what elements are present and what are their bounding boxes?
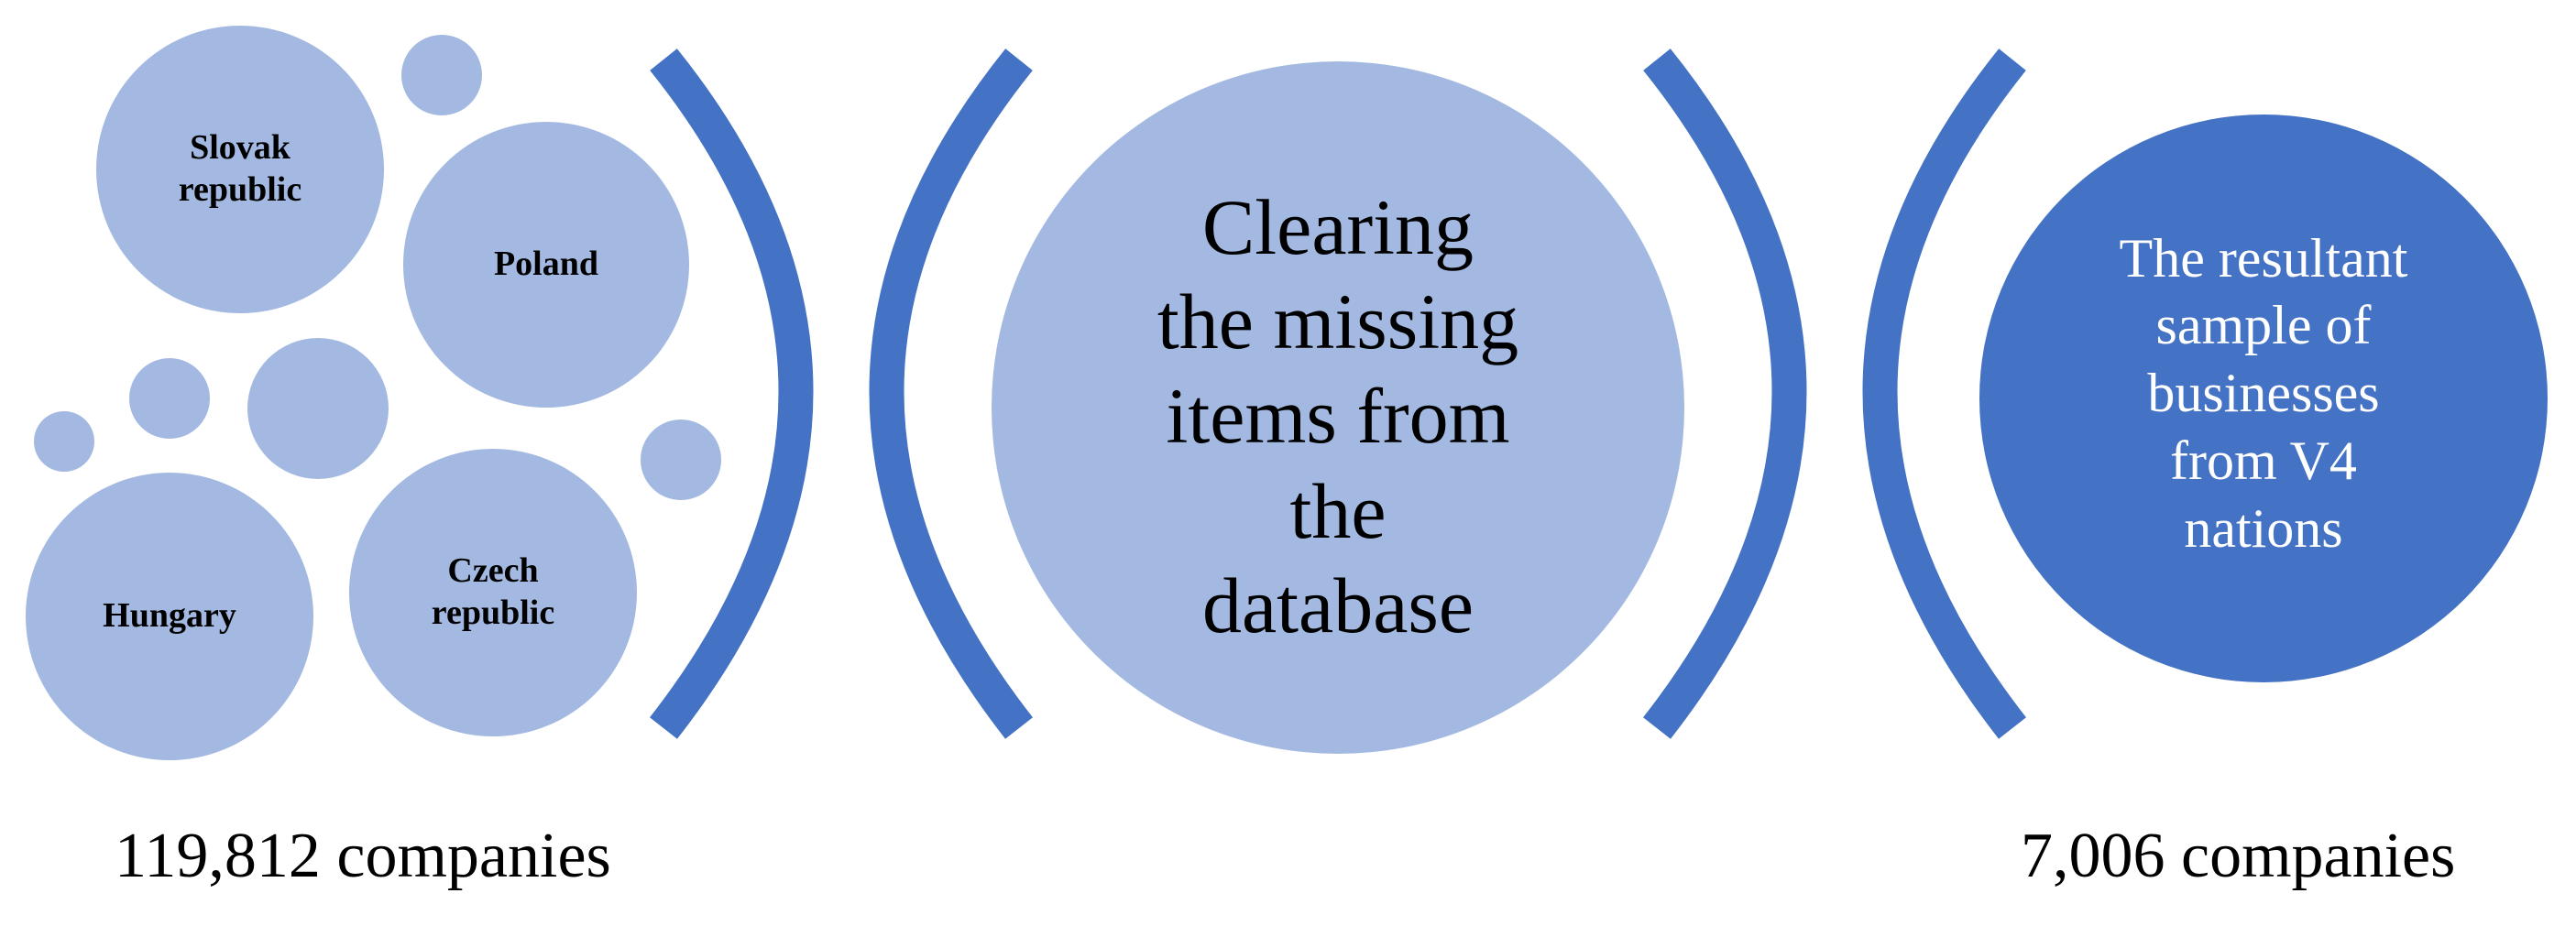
small-bubble-middle xyxy=(247,338,389,479)
czech-republic-circle xyxy=(349,449,637,736)
close-bracket-left xyxy=(650,49,814,739)
clearing-label: Clearing the missing items from the data… xyxy=(1156,183,1519,649)
open-bracket-right xyxy=(1862,49,2026,739)
open-bracket-left xyxy=(869,49,1033,739)
result-label: The resultant sample of businesses from … xyxy=(2119,227,2408,559)
result-circle xyxy=(1979,114,2548,682)
slovak-republic-circle xyxy=(96,26,384,313)
poland-circle xyxy=(403,122,689,408)
clearing-circle xyxy=(992,61,1684,754)
end-count: 7,006 companies xyxy=(2021,821,2456,891)
start-count: 119,812 companies xyxy=(115,821,611,891)
small-bubble-top xyxy=(401,35,482,115)
poland-label: Poland xyxy=(493,245,599,284)
hungary-circle xyxy=(26,473,313,760)
small-bubble-left xyxy=(129,358,210,439)
small-bubble-right xyxy=(641,419,721,500)
czech-republic-label: Czech republic xyxy=(431,551,555,632)
close-bracket-right xyxy=(1643,49,1807,739)
hungary-label: Hungary xyxy=(103,596,236,636)
small-bubble-left-tiny xyxy=(34,411,94,472)
slovak-republic-label: Slovak republic xyxy=(178,128,302,209)
